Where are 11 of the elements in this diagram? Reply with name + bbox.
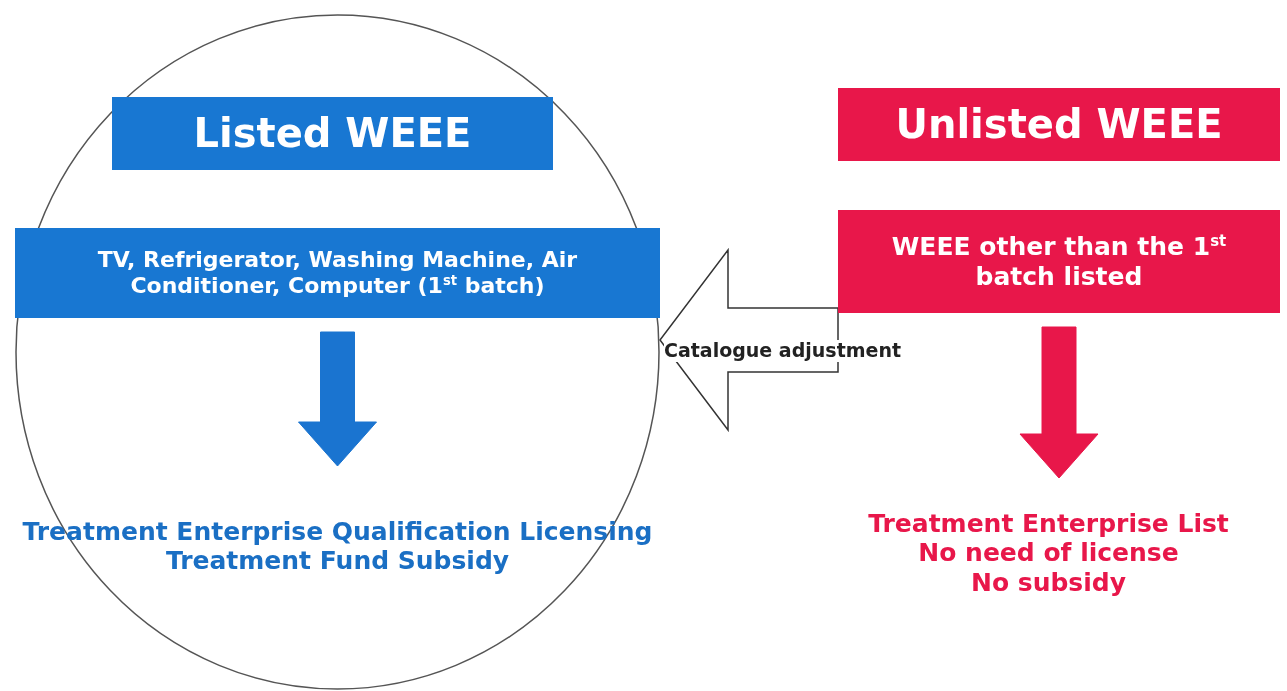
category-box: WEEE other than the 1$^{st}$ batch listed bbox=[838, 210, 1280, 313]
block-arrow bbox=[1019, 326, 1099, 479]
outcome-text: Treatment Fund Subsidy bbox=[165, 546, 510, 576]
title-banner: Listed WEEE bbox=[112, 97, 553, 170]
outcome-text: No subsidy bbox=[971, 567, 1126, 598]
outcome-text: No need of license bbox=[918, 538, 1179, 568]
edge-label: Catalogue adjustment bbox=[664, 340, 901, 362]
block-arrow bbox=[298, 331, 377, 467]
category-box: TV, Refrigerator, Washing Machine, Air Conditioner, Computer (1$^{st}$ batch) bbox=[15, 228, 660, 318]
outcome-text: Treatment Enterprise List bbox=[868, 508, 1229, 539]
title-banner: Unlisted WEEE bbox=[838, 88, 1280, 161]
